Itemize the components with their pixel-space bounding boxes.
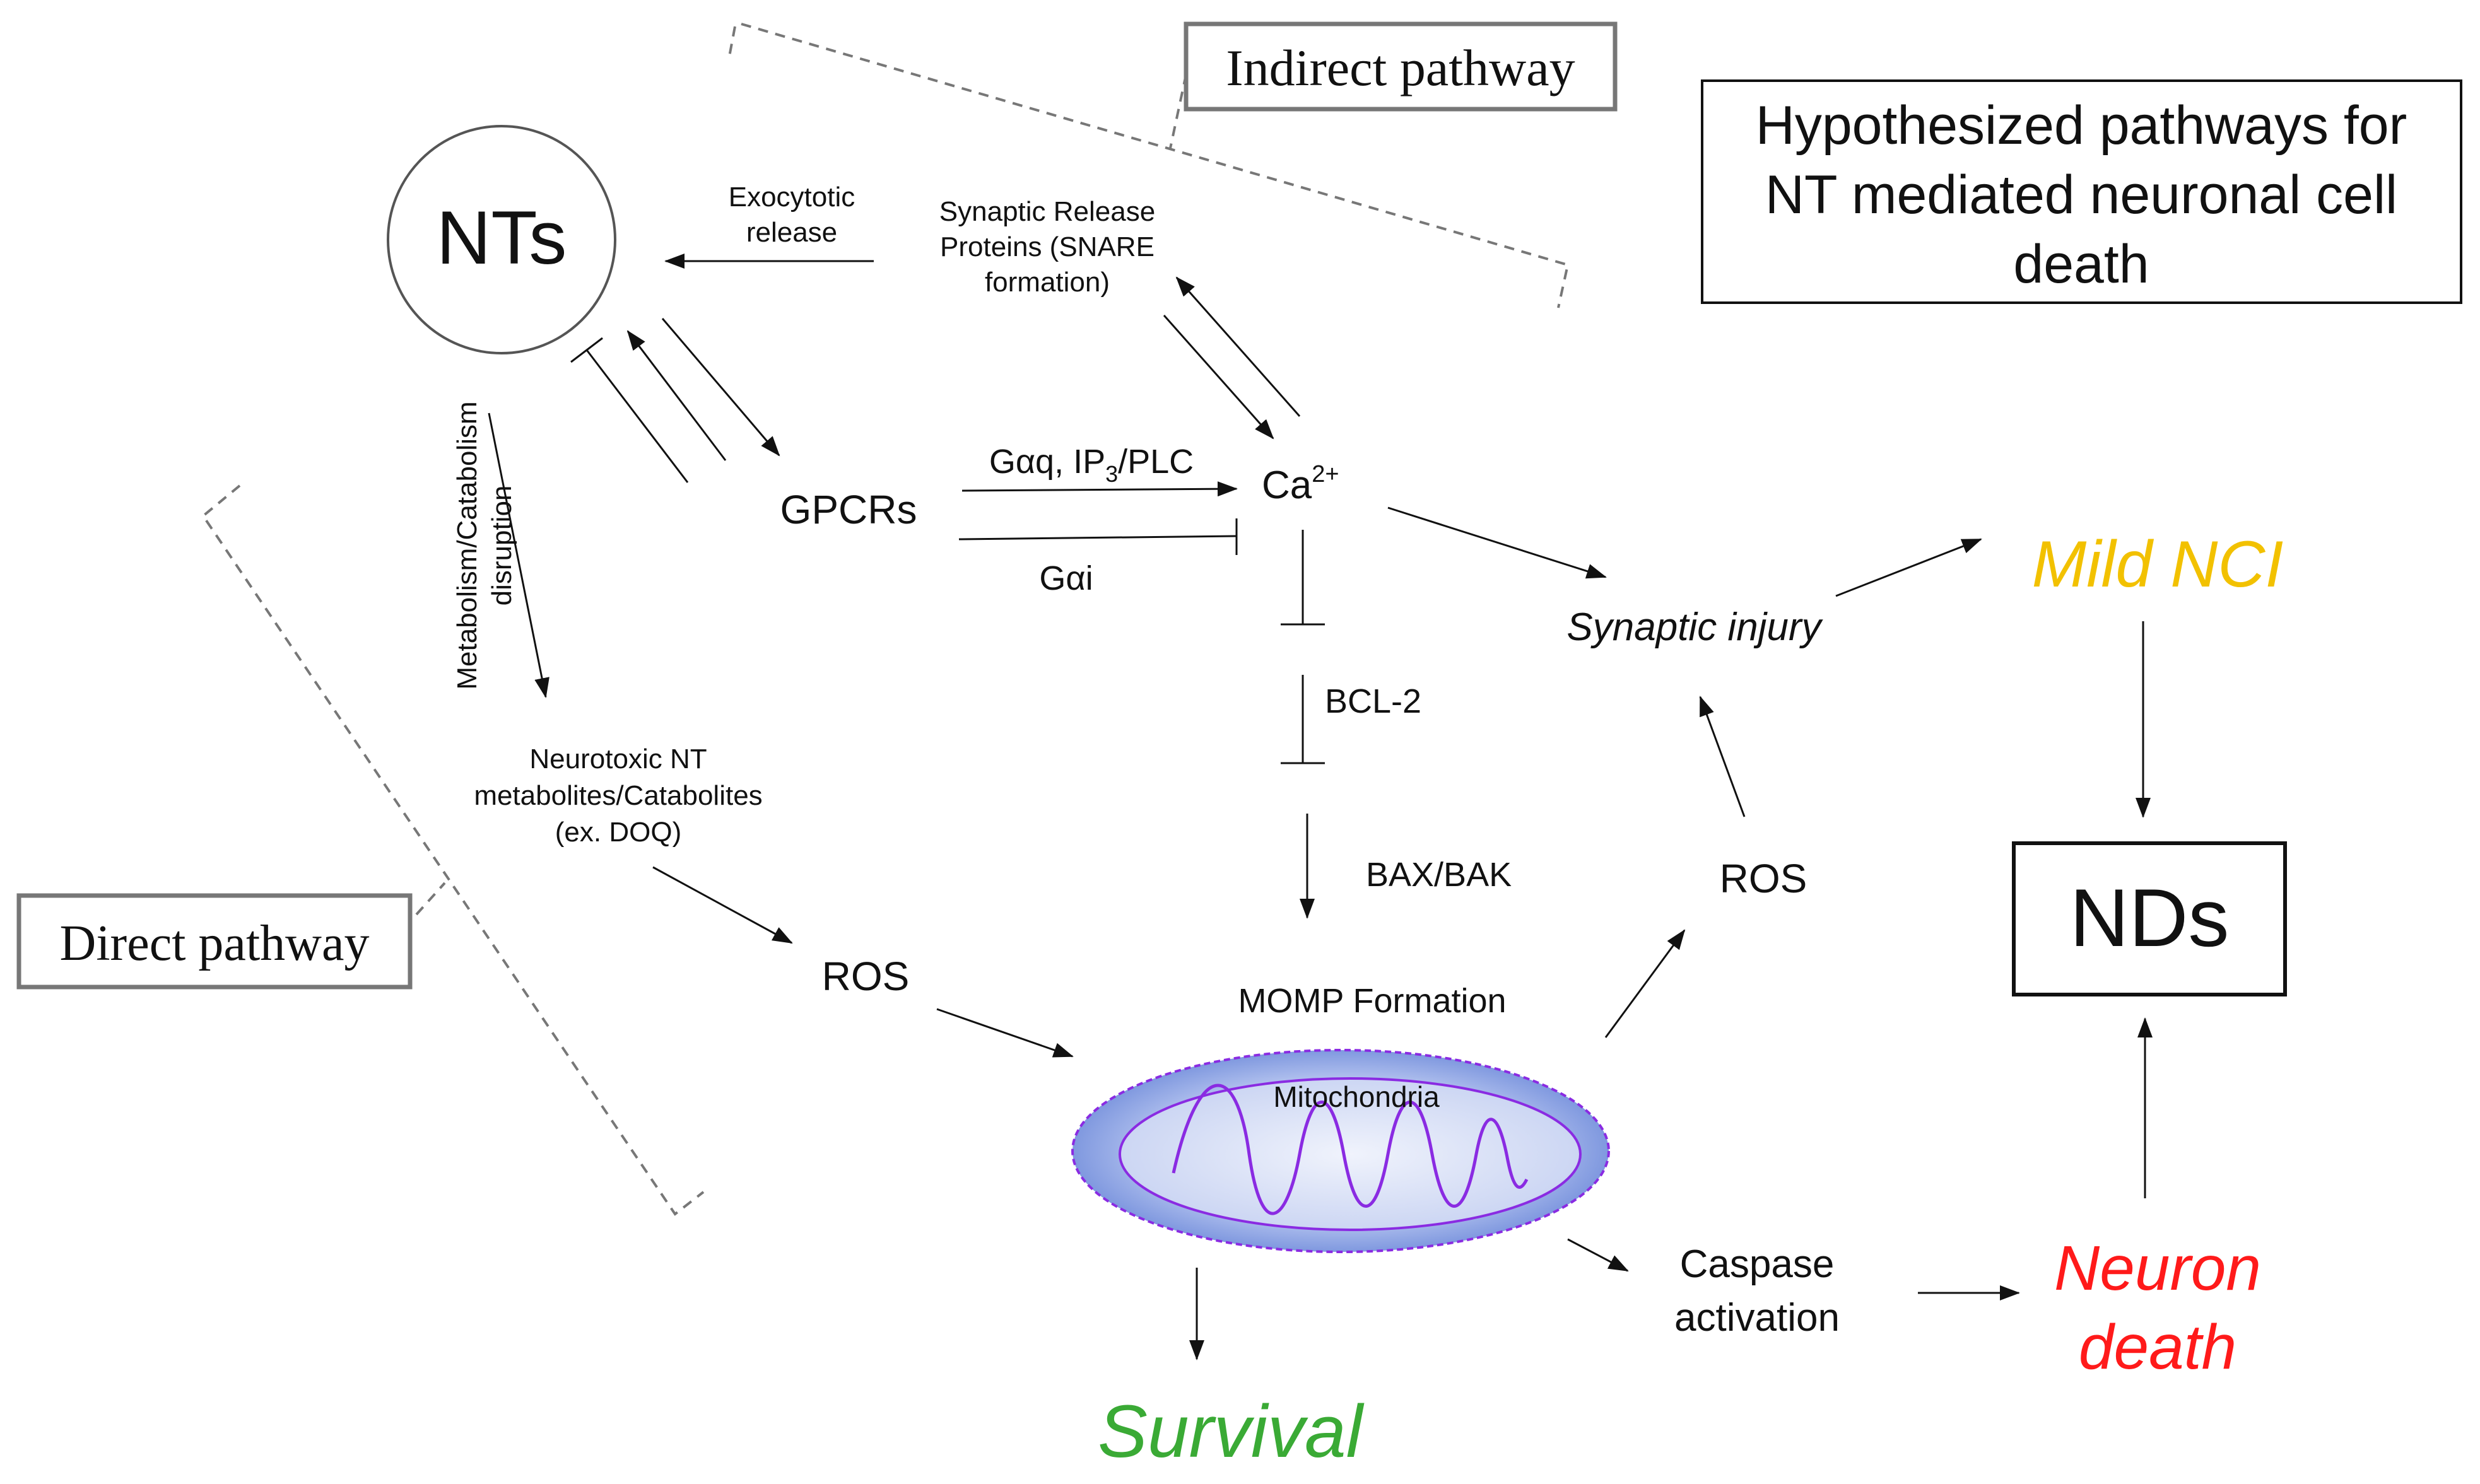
inhibit-gpcrs-nts	[585, 349, 689, 483]
snare-label-1: Synaptic Release	[939, 196, 1155, 227]
survival-label[interactable]: Survival	[1098, 1390, 1364, 1473]
arrow-ros-to-synaptic-injury	[1699, 696, 1746, 817]
mitochondria-label: Mitochondria	[1273, 1080, 1440, 1113]
indirect-pathway-box	[1184, 21, 1618, 112]
metabolism-label-2: disruption	[486, 486, 517, 606]
gai-label: Gαi	[1039, 559, 1093, 597]
caspase-label-2: activation	[1674, 1296, 1840, 1340]
neuron-death-label-2[interactable]: death	[2079, 1312, 2236, 1382]
arrow-ca-to-snare	[1175, 276, 1301, 417]
gaq-label: Gαq, IP3/PLC	[989, 443, 1194, 487]
title-box	[1701, 79, 2462, 304]
snare-label-3: formation)	[985, 267, 1110, 298]
metabolism-label-group: Metabolism/Catabolism disruption	[452, 401, 517, 689]
nts-label: NTs	[437, 196, 567, 280]
arrow-mitochondria-to-caspase	[1567, 1238, 1629, 1272]
inhibit-gpcrs-nts-bar	[570, 337, 603, 363]
indirect-pathway-bracket	[727, 23, 1570, 308]
metabolism-label-1: Metabolism/Catabolism	[452, 401, 483, 689]
ros-left-label: ROS	[822, 954, 910, 999]
mild-nci-label[interactable]: Mild NCI	[2032, 528, 2284, 601]
neuron-death-label-1[interactable]: Neuron	[2054, 1233, 2261, 1304]
nds-label: NDs	[2070, 872, 2230, 964]
nds-box	[2012, 841, 2287, 996]
arrow-nts-to-metabolites	[488, 412, 549, 698]
neurotoxic-label-3: (ex. DOQ)	[555, 817, 681, 848]
ros-right-label: ROS	[1720, 856, 1807, 901]
direct-pathway-box	[16, 893, 413, 990]
exocytotic-label-1: Exocytotic	[729, 182, 855, 213]
arrow-synaptic-injury-to-mild-nci	[1835, 538, 1982, 597]
exocytotic-label-2: release	[746, 217, 837, 248]
direct-pathway-label: Direct pathway	[60, 916, 370, 971]
gpcrs-label: GPCRs	[780, 487, 917, 532]
title-line-2: NT mediated neuronal cell	[1765, 165, 2397, 225]
baxbak-label: BAX/BAK	[1366, 856, 1512, 894]
momp-label: MOMP Formation	[1238, 982, 1506, 1020]
neurotoxic-label-2: metabolites/Catabolites	[474, 780, 762, 811]
arrow-gpcrs-to-ca	[961, 481, 1238, 497]
snare-label-2: Proteins (SNARE	[940, 231, 1155, 262]
arrow-ros-to-mitochondria	[936, 1008, 1074, 1058]
bcl2-label: BCL-2	[1325, 682, 1421, 720]
inhibit-gpcrs-ca	[958, 535, 1237, 540]
arrow-ca-to-synaptic-injury	[1387, 506, 1607, 579]
direct-pathway-bracket	[201, 484, 705, 1216]
arrow-nts-to-gpcrs	[661, 318, 780, 457]
arrow-gpcrs-to-nts	[626, 330, 727, 461]
caspase-label-1: Caspase	[1680, 1242, 1835, 1286]
nts-circle	[387, 125, 616, 354]
ca-label: Ca2+	[1262, 461, 1339, 507]
title-line-1: Hypothesized pathways for	[1756, 95, 2407, 156]
mitochondria-cristae	[1172, 1084, 1529, 1215]
indirect-pathway-label: Indirect pathway	[1226, 39, 1575, 96]
arrow-metabolites-to-ros	[652, 866, 793, 944]
arrow-mitochondria-to-ros	[1604, 929, 1686, 1038]
neurotoxic-label-1: Neurotoxic NT	[529, 744, 707, 774]
title-line-3: death	[2013, 234, 2149, 295]
synaptic-injury-label: Synaptic injury	[1566, 605, 1823, 649]
arrow-snare-to-ca	[1163, 315, 1274, 440]
